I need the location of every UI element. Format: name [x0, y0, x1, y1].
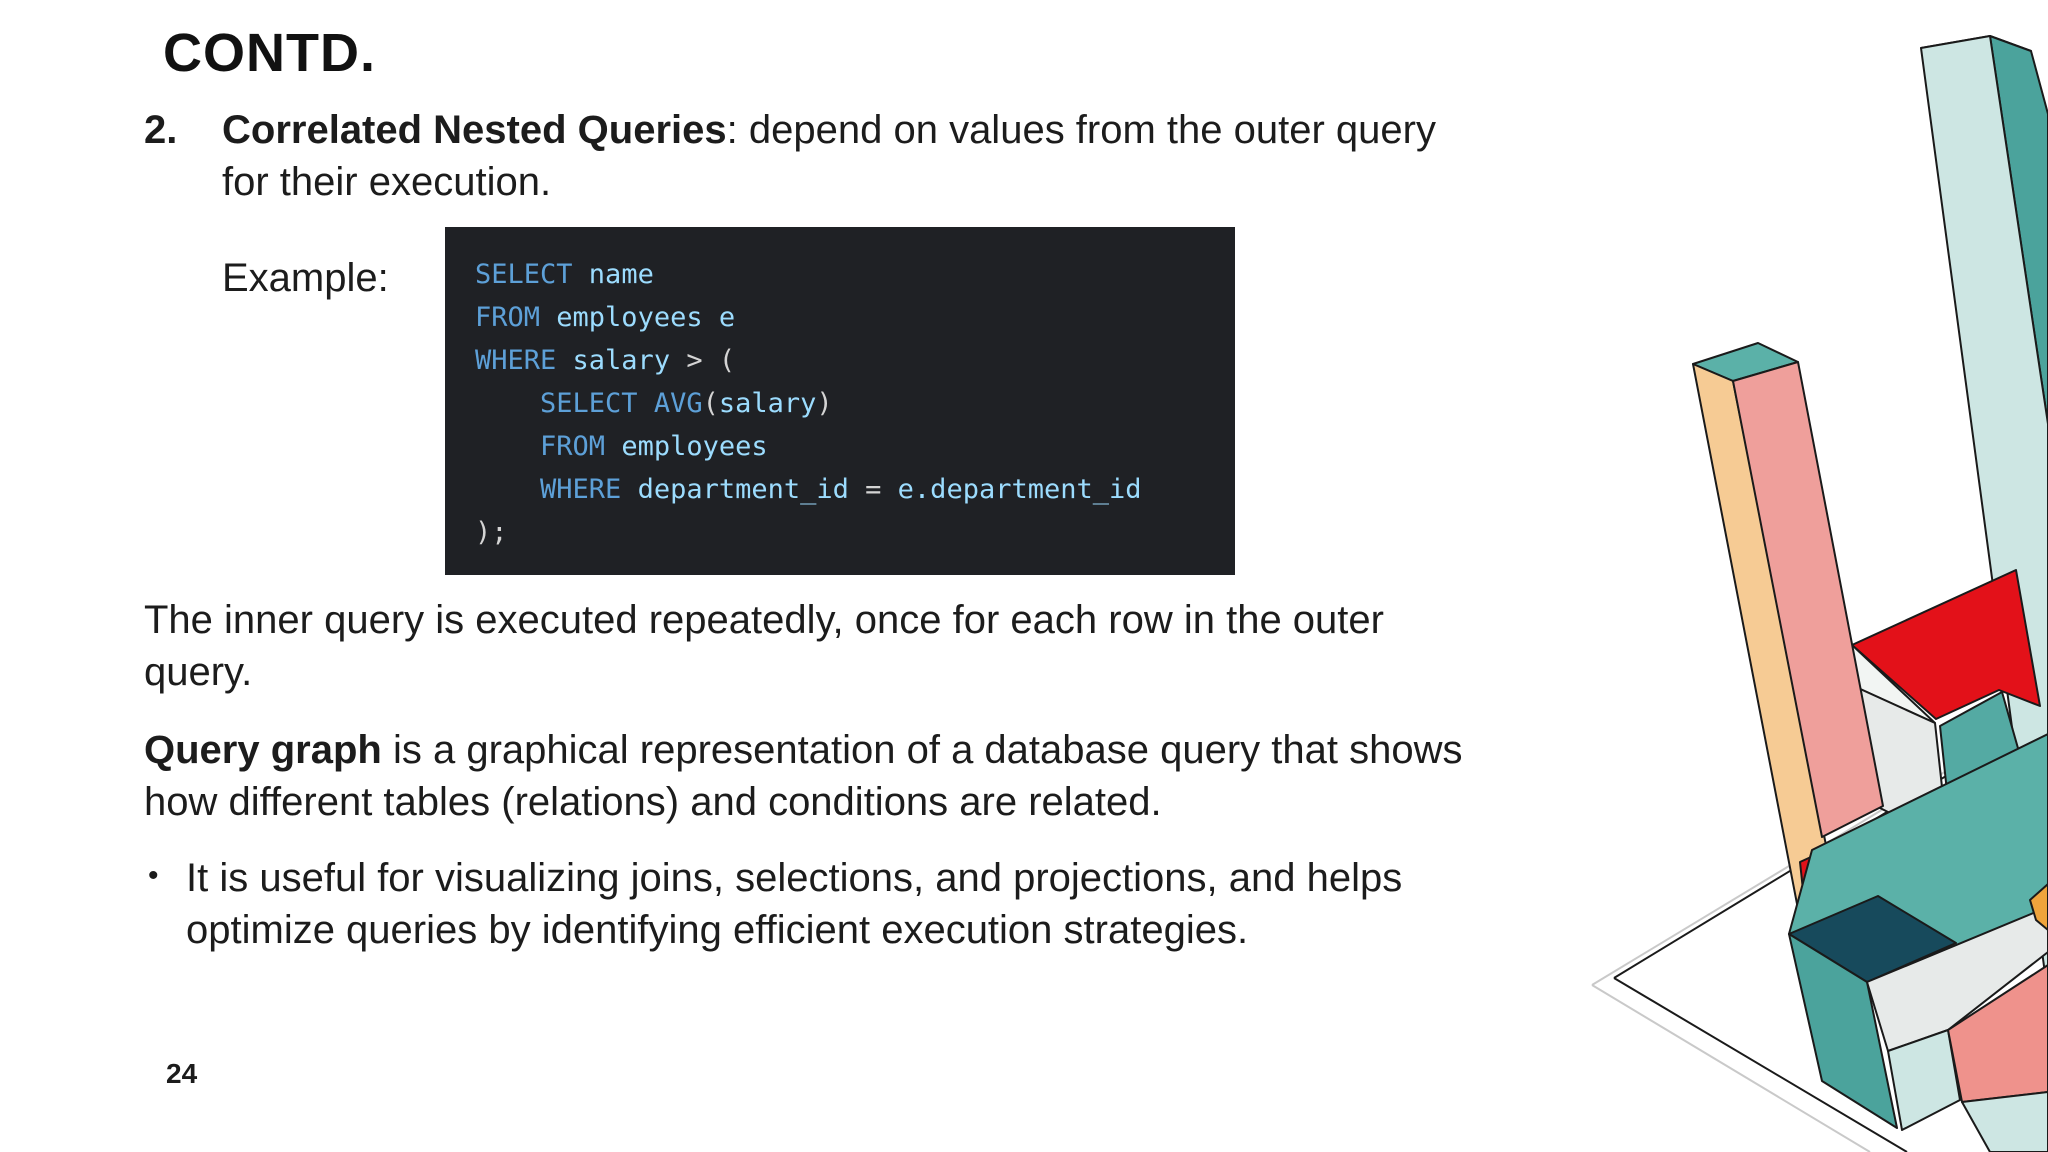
- ground-outline-upper: [1613, 713, 2048, 979]
- ground-plane: [1614, 714, 2048, 1152]
- slab-salmon-top: [1947, 964, 2048, 1103]
- code-line: WHERE salary > (: [475, 345, 736, 376]
- code-line: WHERE department_id = e.department_id: [540, 474, 1142, 505]
- code-line: );: [475, 517, 508, 548]
- beam-teal-top: [1788, 733, 2048, 983]
- beam-endcap: [1788, 933, 1898, 1129]
- code-line: FROM employees e: [475, 302, 736, 333]
- item-number: 2.: [144, 108, 178, 152]
- box-teal-front: [1939, 691, 2038, 849]
- box-top-sliver: [1851, 644, 1936, 724]
- red-sliver: [1799, 845, 1844, 926]
- code-line: SELECT name: [475, 259, 654, 290]
- code-line: SELECT AVG(salary): [540, 388, 833, 419]
- column2-peach-face: [1692, 363, 1844, 936]
- slab-pale-front: [1961, 1091, 2048, 1152]
- bullet-item: • It is useful for visualizing joins, se…: [144, 852, 1402, 956]
- beam-navy-top: [1788, 895, 1957, 983]
- example-label: Example:: [222, 256, 389, 300]
- red-slab: [1851, 569, 2041, 720]
- item-line-2: for their execution.: [222, 160, 552, 204]
- column2-salmon-face: [1732, 361, 1884, 838]
- orange-sliver: [2029, 883, 2048, 931]
- numbered-item-2: 2. Correlated Nested Queries: depend on …: [144, 104, 1436, 208]
- page-title: CONTD.: [163, 23, 376, 83]
- ground-outline-lower: [1613, 977, 1908, 1152]
- item-line-1: Correlated Nested Queries: depend on val…: [222, 108, 1436, 152]
- tall-column-front: [1920, 35, 2048, 997]
- tall-column-top: [1920, 35, 2032, 66]
- page-number: 24: [166, 1058, 198, 1089]
- bullet-icon: •: [148, 859, 159, 892]
- beam-pale-bottom: [1887, 1029, 1961, 1131]
- column2-teal-top: [1692, 342, 1799, 382]
- code-line: FROM employees: [540, 431, 768, 462]
- tall-column-side: [1989, 35, 2048, 425]
- minibox-front: [1857, 849, 1888, 907]
- paragraph-inner-query: The inner query is executed repeatedly, …: [144, 598, 1384, 694]
- ground-outline-light-upper: [1591, 711, 2045, 986]
- minibox-top: [1857, 831, 1927, 869]
- paragraph-query-graph: Query graph is a graphical representatio…: [144, 728, 1463, 824]
- ground-outline-light-lower: [1591, 984, 1871, 1152]
- box-gray-front: [1857, 687, 1949, 843]
- beam-gray-front: [1866, 908, 2048, 1052]
